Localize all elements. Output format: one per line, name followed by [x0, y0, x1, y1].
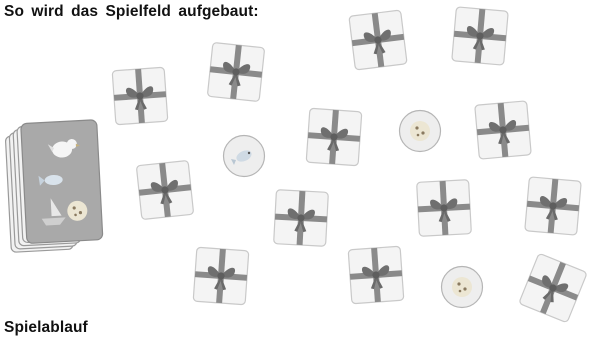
- cookie-icon: [452, 277, 472, 297]
- fish-token[interactable]: [222, 134, 266, 178]
- gift-card[interactable]: [473, 99, 534, 162]
- setup-heading: So wird das Spielfeld aufgebaut:: [4, 3, 259, 21]
- gift-card[interactable]: [272, 188, 331, 249]
- gift-card[interactable]: [304, 106, 364, 168]
- cookie-token[interactable]: [440, 265, 484, 309]
- cookie-icon: [410, 121, 430, 141]
- gift-card[interactable]: [450, 5, 511, 68]
- gift-card[interactable]: [523, 175, 584, 238]
- gift-card[interactable]: [134, 158, 196, 222]
- gift-card[interactable]: [191, 245, 251, 307]
- gameplay-heading: Spielablauf: [4, 319, 88, 337]
- gift-card[interactable]: [205, 40, 267, 104]
- gift-card[interactable]: [516, 251, 590, 326]
- gift-card[interactable]: [110, 65, 170, 127]
- card-deck[interactable]: [2, 120, 106, 252]
- cookie-token[interactable]: [398, 109, 442, 153]
- gift-card[interactable]: [347, 8, 410, 72]
- gift-card[interactable]: [415, 178, 474, 239]
- card-deck-icon: [2, 120, 106, 252]
- gift-card[interactable]: [346, 244, 406, 306]
